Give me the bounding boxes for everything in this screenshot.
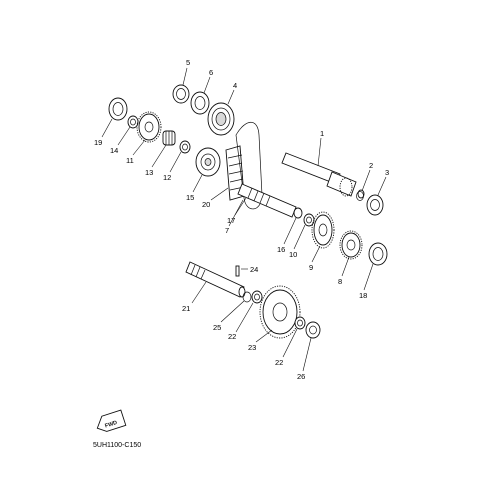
callout-5[interactable]: 5 — [186, 58, 190, 67]
callout-12[interactable]: 12 — [163, 173, 171, 182]
callout-6[interactable]: 6 — [209, 68, 213, 77]
part-13-needle-bearing[interactable] — [162, 130, 176, 146]
callout-2[interactable]: 2 — [369, 161, 373, 170]
callout-18[interactable]: 18 — [359, 291, 367, 300]
callout-7[interactable]: 7 — [225, 226, 229, 235]
callout-3[interactable]: 3 — [385, 168, 389, 177]
part-25-circlip[interactable] — [242, 291, 252, 303]
callout-24[interactable]: 24 — [250, 265, 258, 274]
callout-22-upper[interactable]: 22 — [228, 332, 236, 341]
part-12-washer[interactable] — [179, 140, 191, 154]
callout-11[interactable]: 11 — [126, 156, 134, 165]
part-16-washer[interactable] — [293, 207, 303, 219]
callout-23[interactable]: 23 — [248, 343, 256, 352]
callout-16[interactable]: 16 — [277, 245, 285, 254]
part-5-oil-seal[interactable] — [172, 84, 190, 104]
callout-26[interactable]: 26 — [297, 372, 305, 381]
part-2-circlip[interactable] — [356, 191, 364, 201]
part-6-bearing[interactable] — [190, 91, 210, 115]
callout-8[interactable]: 8 — [338, 277, 342, 286]
callout-9[interactable]: 9 — [309, 263, 313, 272]
callout-22-lower[interactable]: 22 — [275, 358, 283, 367]
part-21-output-shaft[interactable] — [185, 261, 246, 298]
part-14-washer[interactable] — [127, 115, 139, 129]
part-19-bearing[interactable] — [108, 97, 128, 121]
part-26-bearing[interactable] — [305, 321, 321, 339]
part-8-gear[interactable] — [339, 230, 363, 260]
callout-4[interactable]: 4 — [233, 81, 237, 90]
part-3-bearing[interactable] — [366, 194, 384, 216]
callout-10[interactable]: 10 — [289, 250, 297, 259]
part-7-drive-axle[interactable] — [237, 183, 297, 218]
part-15-hub[interactable] — [195, 147, 221, 177]
part-18-bearing[interactable] — [368, 242, 388, 266]
part-9-gear[interactable] — [311, 211, 335, 249]
callout-20[interactable]: 20 — [202, 200, 210, 209]
callout-19[interactable]: 19 — [94, 138, 102, 147]
callout-25[interactable]: 25 — [213, 323, 221, 332]
fwd-arrow-icon: FWD — [96, 409, 127, 432]
part-23-gear[interactable] — [259, 285, 301, 339]
part-4-bearing[interactable] — [207, 102, 235, 136]
callout-17[interactable]: 17 — [227, 216, 235, 225]
part-24-pin[interactable] — [235, 265, 240, 277]
part-1-main-shaft[interactable] — [281, 152, 365, 199]
part-22-washer-upper[interactable] — [251, 290, 263, 304]
callout-15[interactable]: 15 — [186, 193, 194, 202]
callout-1[interactable]: 1 — [320, 129, 324, 138]
part-11-gear[interactable] — [136, 111, 162, 143]
callout-21[interactable]: 21 — [182, 304, 190, 313]
callout-13[interactable]: 13 — [145, 168, 153, 177]
part-22-washer-lower[interactable] — [294, 316, 306, 330]
callout-labels: 5 6 4 1 2 3 7 8 9 10 11 12 13 14 15 16 1… — [94, 58, 389, 381]
diagram-code: 5UH1100-C150 — [93, 442, 141, 449]
part-10-washer[interactable] — [303, 213, 315, 227]
fwd-label: FWD — [104, 420, 118, 430]
leader-lines — [101, 67, 387, 372]
callout-14[interactable]: 14 — [110, 146, 118, 155]
